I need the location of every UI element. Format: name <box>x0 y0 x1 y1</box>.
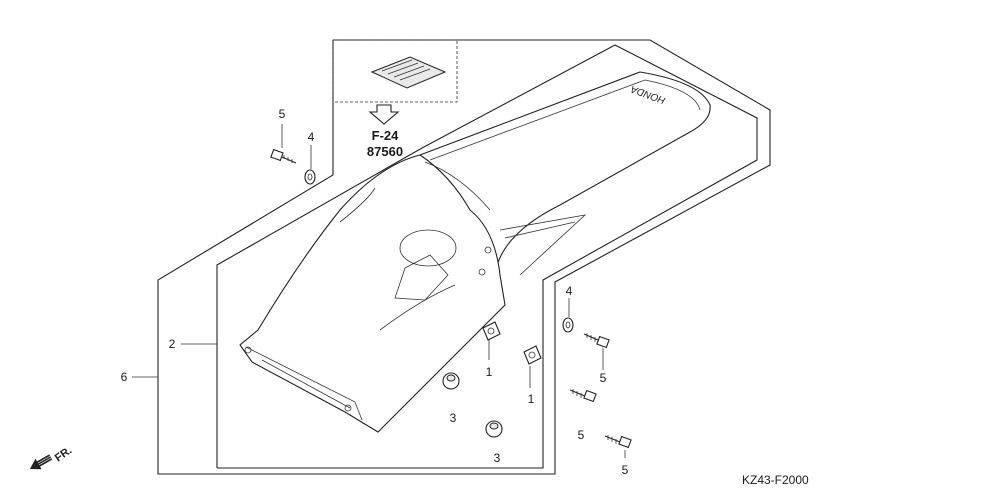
bolt-a <box>270 124 297 164</box>
callout-3b: 3 <box>494 451 501 465</box>
callout-2: 2 <box>169 337 176 351</box>
bolt-c <box>569 389 597 403</box>
assembly-boundary-inner <box>216 44 758 469</box>
grommet-b <box>485 420 503 438</box>
rear-fender <box>239 71 711 433</box>
callout-3a: 3 <box>450 411 457 425</box>
caution-label-icon <box>370 56 447 89</box>
washer-a <box>304 145 316 185</box>
callout-5a: 5 <box>279 107 286 121</box>
callout-1b: 1 <box>528 392 535 406</box>
callout-6: 6 <box>121 370 128 384</box>
front-direction-arrow-icon <box>29 454 53 470</box>
ref-part-number: 87560 <box>367 144 403 159</box>
clip-nut-b <box>523 345 542 388</box>
front-label: FR. <box>53 444 74 464</box>
washer-b <box>562 298 574 333</box>
caution-label-box <box>332 39 458 103</box>
reference-arrow-icon <box>368 104 400 125</box>
callout-5d: 5 <box>622 463 629 477</box>
clip-nut-a <box>482 321 501 360</box>
bolt-d <box>604 435 632 458</box>
callout-1a: 1 <box>486 365 493 379</box>
grommet-a <box>442 372 460 390</box>
ref-page: F-24 <box>372 128 400 143</box>
diagram-code: KZ43-F2000 <box>742 473 809 487</box>
bolt-b <box>583 333 610 370</box>
assembly-boundary-outer <box>157 39 771 475</box>
callout-4b: 4 <box>566 284 573 298</box>
callout-5c: 5 <box>578 428 585 442</box>
callout-4a: 4 <box>308 130 315 144</box>
callout-5b: 5 <box>600 371 607 385</box>
